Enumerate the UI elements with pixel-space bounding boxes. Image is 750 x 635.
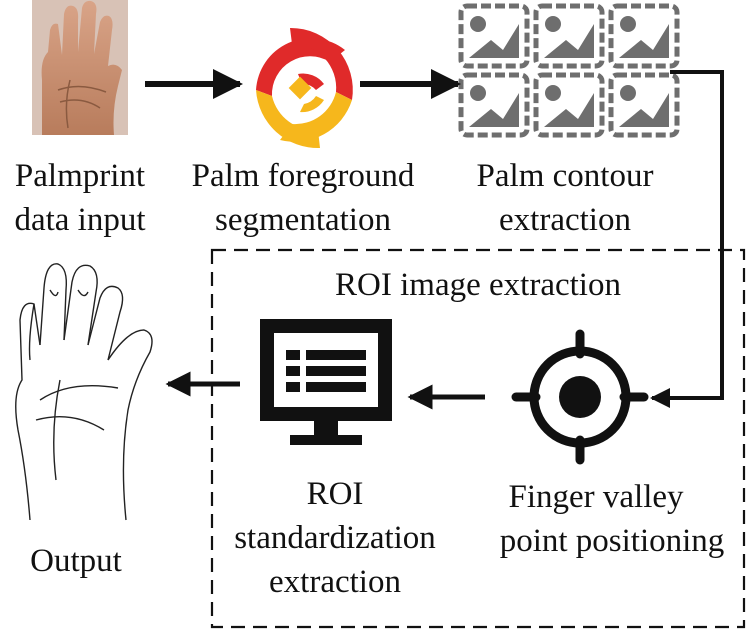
image-grid-icon [458, 3, 680, 138]
image-placeholder-icon [608, 72, 680, 138]
node-segmentation-label-2: segmentation [215, 202, 391, 238]
node-segmentation-label-1: Palm foreground [192, 158, 415, 194]
image-placeholder-icon [458, 72, 530, 138]
roi-group-label: ROI image extraction [335, 267, 621, 303]
image-placeholder-icon [533, 3, 605, 69]
roi-group-box [210, 248, 746, 629]
node-contour-label-2: extraction [499, 202, 631, 238]
edge-contour-to-finger-valley [650, 70, 724, 408]
node-input-label-1: Palmprint [15, 158, 145, 194]
node-standardization-label-1: ROI [307, 476, 364, 512]
crosshair-target-icon [511, 329, 649, 465]
image-placeholder-icon [458, 3, 530, 69]
node-standardization-label-2: standardization [234, 520, 436, 556]
swirl-logo-icon [256, 27, 353, 149]
node-contour-label-1: Palm contour [477, 158, 654, 194]
node-output-label: Output [30, 543, 122, 579]
node-input-label-2: data input [14, 202, 145, 238]
node-finger-valley-label-1: Finger valley [508, 479, 684, 515]
monitor-icon [260, 319, 392, 445]
node-standardization-label-3: extraction [269, 564, 401, 600]
palm-sketch-icon [15, 263, 153, 521]
image-placeholder-icon [608, 3, 680, 69]
palm-photo-icon [32, 0, 128, 136]
node-finger-valley-label-2: point positioning [500, 523, 725, 559]
image-placeholder-icon [533, 72, 605, 138]
